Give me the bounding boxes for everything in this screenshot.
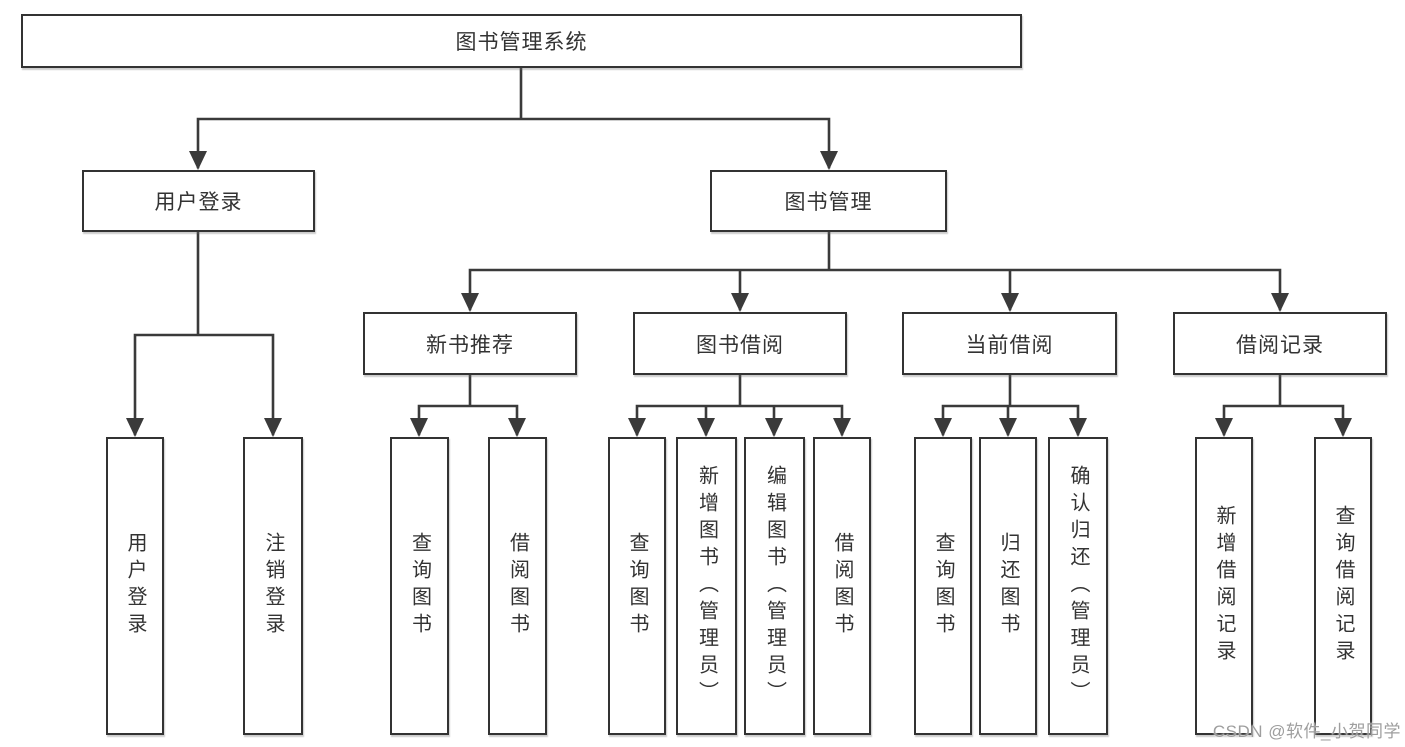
node-label: 查询图书	[408, 532, 431, 640]
node-label: 确认归还（管理员）	[1067, 464, 1089, 708]
node-label: 查询图书	[626, 532, 648, 640]
leaf-user-login: 用户登录	[106, 437, 164, 735]
node-label: 当前借阅	[965, 333, 1054, 357]
node-new-book-recommend: 新书推荐	[363, 312, 577, 375]
node-label: 借阅记录	[1236, 333, 1324, 357]
leaf-query-borrow-record: 查询借阅记录	[1314, 437, 1372, 735]
node-borrow-records: 借阅记录	[1173, 312, 1387, 375]
node-user-login: 用户登录	[82, 170, 315, 232]
node-label: 归还图书	[997, 532, 1019, 640]
node-label: 用户登录	[154, 191, 243, 214]
node-label: 图书管理	[784, 191, 873, 214]
csdn-watermark: CSDN @软件_小贺同学	[1212, 722, 1401, 741]
leaf-query-books-current: 查询图书	[914, 437, 972, 735]
node-book-management: 图书管理	[710, 170, 947, 232]
node-label: 查询图书	[932, 532, 954, 640]
node-label: 编辑图书（管理员）	[763, 464, 786, 708]
node-label: 注销登录	[262, 532, 284, 640]
node-label: 新增图书（管理员）	[695, 464, 718, 708]
node-label: 借阅图书	[831, 532, 853, 640]
node-label: 借阅图书	[506, 532, 529, 640]
node-book-borrowing: 图书借阅	[633, 312, 847, 375]
leaf-borrow-books: 借阅图书	[813, 437, 871, 735]
leaf-query-books-recommend: 查询图书	[390, 437, 449, 735]
node-label: 新增借阅记录	[1213, 505, 1235, 667]
node-label: 图书借阅	[696, 333, 784, 357]
leaf-borrow-books-recommend: 借阅图书	[488, 437, 547, 735]
leaf-edit-books-admin: 编辑图书（管理员）	[744, 437, 805, 735]
leaf-add-borrow-record: 新增借阅记录	[1195, 437, 1253, 735]
node-label: 查询借阅记录	[1332, 505, 1354, 667]
leaf-add-books-admin: 新增图书（管理员）	[676, 437, 737, 735]
leaf-logout: 注销登录	[243, 437, 303, 735]
node-library-system: 图书管理系统	[21, 14, 1022, 68]
arrowhead-icons	[126, 151, 1352, 437]
leaf-confirm-return-admin: 确认归还（管理员）	[1048, 437, 1108, 735]
node-label: 用户登录	[124, 532, 146, 640]
leaf-query-books-borrowing: 查询图书	[608, 437, 666, 735]
node-current-borrowing: 当前借阅	[902, 312, 1117, 375]
leaf-return-books: 归还图书	[979, 437, 1037, 735]
node-label: 图书管理系统	[455, 31, 588, 54]
node-label: 新书推荐	[426, 333, 514, 357]
